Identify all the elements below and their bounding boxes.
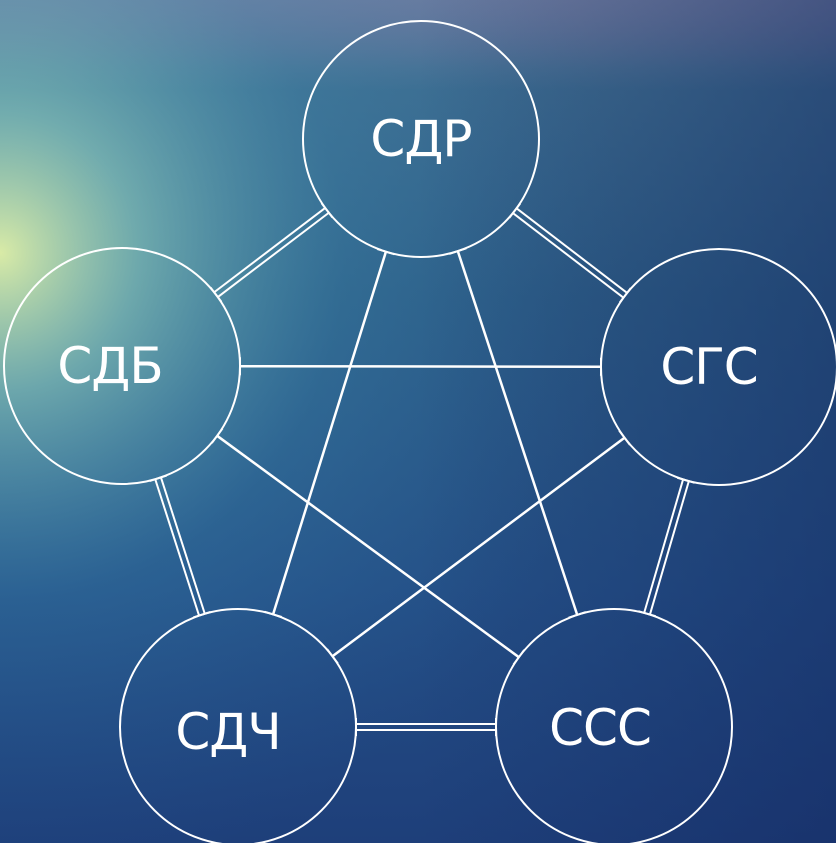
connector-line <box>240 366 601 367</box>
